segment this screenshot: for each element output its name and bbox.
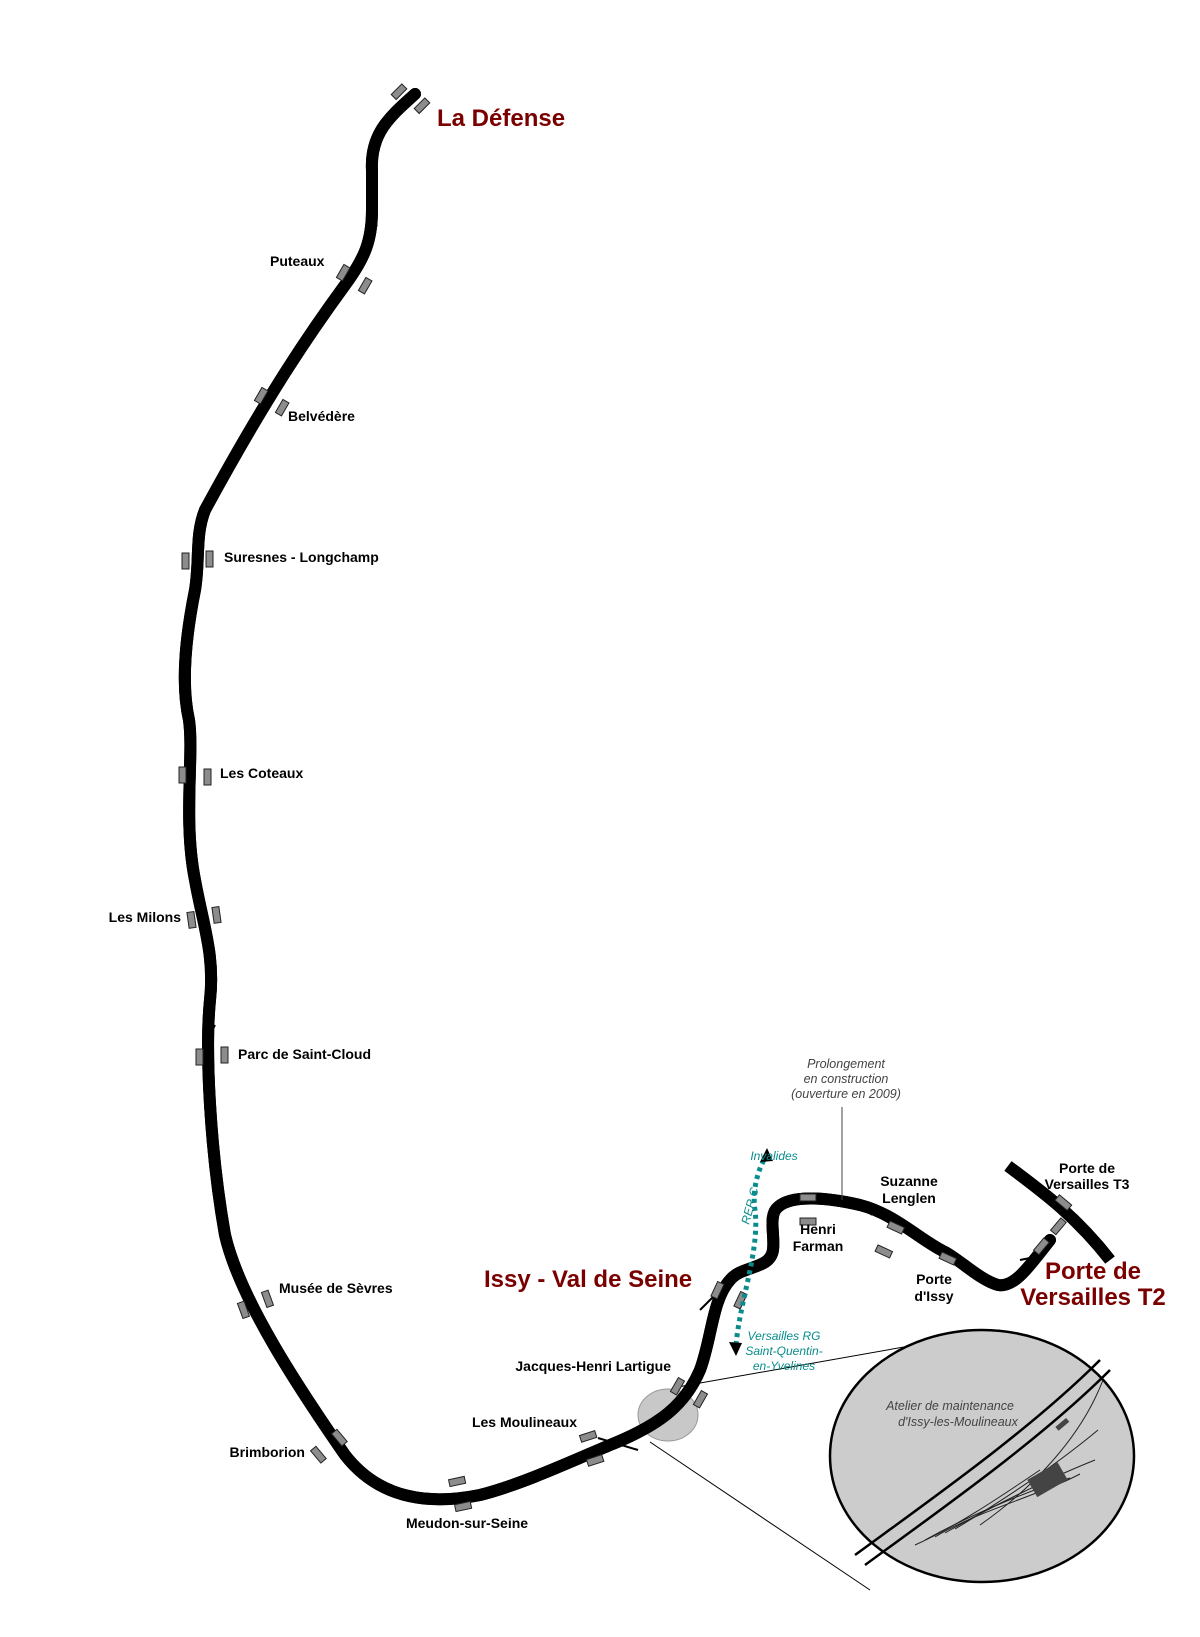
platforms xyxy=(178,83,1073,1513)
station-henri-farman-line1[interactable]: Henri xyxy=(800,1221,836,1237)
depot-label-line2: d'Issy-les-Moulineaux xyxy=(898,1415,1019,1429)
rer-c-line xyxy=(729,1148,773,1356)
station-musee-de-sevres[interactable]: Musée de Sèvres xyxy=(279,1280,393,1296)
station-suresnes-longchamp[interactable]: Suresnes - Longchamp xyxy=(224,549,379,565)
platform-moulineaux-b xyxy=(585,1454,605,1467)
platform-moulineaux-a xyxy=(578,1430,598,1443)
platform-porte-issy xyxy=(938,1251,958,1266)
depot-inset[interactable]: Atelier de maintenance d'Issy-les-Moulin… xyxy=(828,1328,1136,1584)
platform-pv-t3 xyxy=(1054,1194,1073,1212)
arrow-down-icon xyxy=(729,1342,742,1356)
extension-note-line3: (ouverture en 2009) xyxy=(791,1087,901,1101)
platform-puteaux-a xyxy=(335,263,351,282)
station-porte-d-issy-line1[interactable]: Porte xyxy=(916,1271,952,1287)
terminus-la-defense[interactable]: La Défense xyxy=(437,105,565,132)
platform-lartigue-b xyxy=(692,1389,709,1409)
platform-la-defense-b xyxy=(413,97,431,115)
terminus-pv-t2-line2[interactable]: Versailles T2 xyxy=(1020,1284,1165,1311)
platform-issy-a xyxy=(710,1280,725,1300)
station-belvedere[interactable]: Belvédère xyxy=(288,408,355,424)
station-jacques-henri-lartigue[interactable]: Jacques-Henri Lartigue xyxy=(515,1358,671,1374)
depot-siding-tracks xyxy=(914,1379,1104,1546)
station-parc-de-saint-cloud[interactable]: Parc de Saint-Cloud xyxy=(238,1046,371,1062)
rer-c-south-line3[interactable]: en-Yvelines xyxy=(753,1359,815,1373)
station-meudon-sur-seine[interactable]: Meudon-sur-Seine xyxy=(406,1515,528,1531)
rer-c-south-line2[interactable]: Saint-Quentin- xyxy=(745,1344,822,1358)
track-t3 xyxy=(1008,1166,1110,1260)
platform-belvedere-b xyxy=(274,398,290,417)
platform-belvedere-a xyxy=(253,386,269,405)
track-main xyxy=(185,88,1056,1499)
platform-suresnes-a xyxy=(181,552,190,570)
depot-building-icon xyxy=(1027,1462,1068,1498)
rer-c-name: RER C xyxy=(738,1186,761,1226)
station-les-milons[interactable]: Les Milons xyxy=(109,909,182,925)
rer-c-invalides[interactable]: Invalides xyxy=(750,1149,797,1163)
platform-sevres-a xyxy=(236,1300,251,1320)
platform-pv-t2-b xyxy=(1049,1217,1067,1236)
station-pv-t3-line2[interactable]: Versailles T3 xyxy=(1045,1176,1130,1192)
platform-puteaux-b xyxy=(357,276,373,295)
platform-brimborion-b xyxy=(330,1428,348,1447)
platform-lartigue-a xyxy=(669,1376,686,1396)
station-porte-d-issy-line2[interactable]: d'Issy xyxy=(914,1288,953,1304)
depot-small-building-icon xyxy=(1055,1417,1070,1431)
platform-sevres-b xyxy=(260,1289,275,1309)
platform-la-defense-a xyxy=(390,83,408,101)
terminus-issy-val-de-seine[interactable]: Issy - Val de Seine xyxy=(484,1266,692,1293)
station-henri-farman-line2[interactable]: Farman xyxy=(793,1238,844,1254)
station-pv-t3-line1[interactable]: Porte de xyxy=(1059,1160,1115,1176)
zoom-line-bottom xyxy=(649,1441,871,1591)
depot-label-line1: Atelier de maintenance xyxy=(885,1399,1014,1413)
platform-lenglen-a xyxy=(886,1220,906,1235)
platform-milons-a xyxy=(186,910,197,929)
platform-suresnes-b xyxy=(205,550,214,568)
extension-note-line2: en construction xyxy=(804,1072,889,1086)
terminus-pv-t2-line1[interactable]: Porte de xyxy=(1045,1258,1141,1285)
platform-meudon-b xyxy=(453,1500,473,1513)
station-puteaux[interactable]: Puteaux xyxy=(270,253,325,269)
platform-farman-a xyxy=(799,1193,817,1202)
station-suzanne-lenglen-line1[interactable]: Suzanne xyxy=(880,1173,938,1189)
station-suzanne-lenglen-line2[interactable]: Lenglen xyxy=(882,1190,936,1206)
platform-brimborion-a xyxy=(309,1445,327,1464)
platform-milons-b xyxy=(211,905,222,924)
platform-coteaux-a xyxy=(178,766,187,784)
platform-lenglen-b xyxy=(874,1244,894,1259)
platform-parc-a xyxy=(195,1048,204,1066)
platform-coteaux-b xyxy=(203,768,212,786)
arrow-up-icon xyxy=(760,1148,773,1162)
platform-meudon-a xyxy=(447,1475,467,1488)
platform-pv-t2-a xyxy=(1032,1237,1050,1256)
platform-parc-b xyxy=(220,1046,229,1064)
station-les-moulineaux[interactable]: Les Moulineaux xyxy=(472,1414,577,1430)
station-brimborion[interactable]: Brimborion xyxy=(230,1444,305,1460)
station-les-coteaux[interactable]: Les Coteaux xyxy=(220,765,303,781)
platform-farman-b xyxy=(799,1217,817,1226)
extension-note-line1: Prolongement xyxy=(807,1057,885,1071)
rer-c-south-line1[interactable]: Versailles RG xyxy=(748,1329,821,1343)
